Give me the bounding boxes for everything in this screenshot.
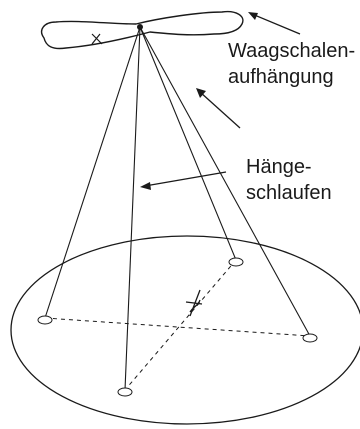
hanging-loop-right <box>139 26 311 337</box>
label-suspension-line1: Waagschalen- <box>228 40 356 62</box>
label-loops-line1: Hänge- <box>246 156 312 178</box>
arrow-to-loop-right <box>196 88 241 129</box>
hanging-loop-back <box>139 26 237 261</box>
pan-disk <box>10 235 360 425</box>
eyelet-back <box>228 257 244 267</box>
label-hanging-loops: Hänge- schlaufen <box>246 154 332 206</box>
label-suspension: Waagschalen- aufhängung <box>228 38 355 90</box>
eyelet-left <box>37 315 53 325</box>
label-loops-line2: schlaufen <box>246 182 332 204</box>
hanging-loop-left <box>44 26 141 319</box>
pan-axis-dashed-1 <box>44 317 311 337</box>
label-suspension-line2: aufhängung <box>228 66 334 88</box>
arrow-to-suspension <box>248 12 301 35</box>
suspension-bar <box>40 10 244 50</box>
arrow-to-loop-left <box>140 171 227 190</box>
pan-center-mark <box>185 289 203 317</box>
suspension-x-mark <box>91 33 103 45</box>
hanging-loop-front <box>124 26 141 391</box>
eyelet-front <box>117 387 133 397</box>
eyelet-right <box>302 333 318 343</box>
